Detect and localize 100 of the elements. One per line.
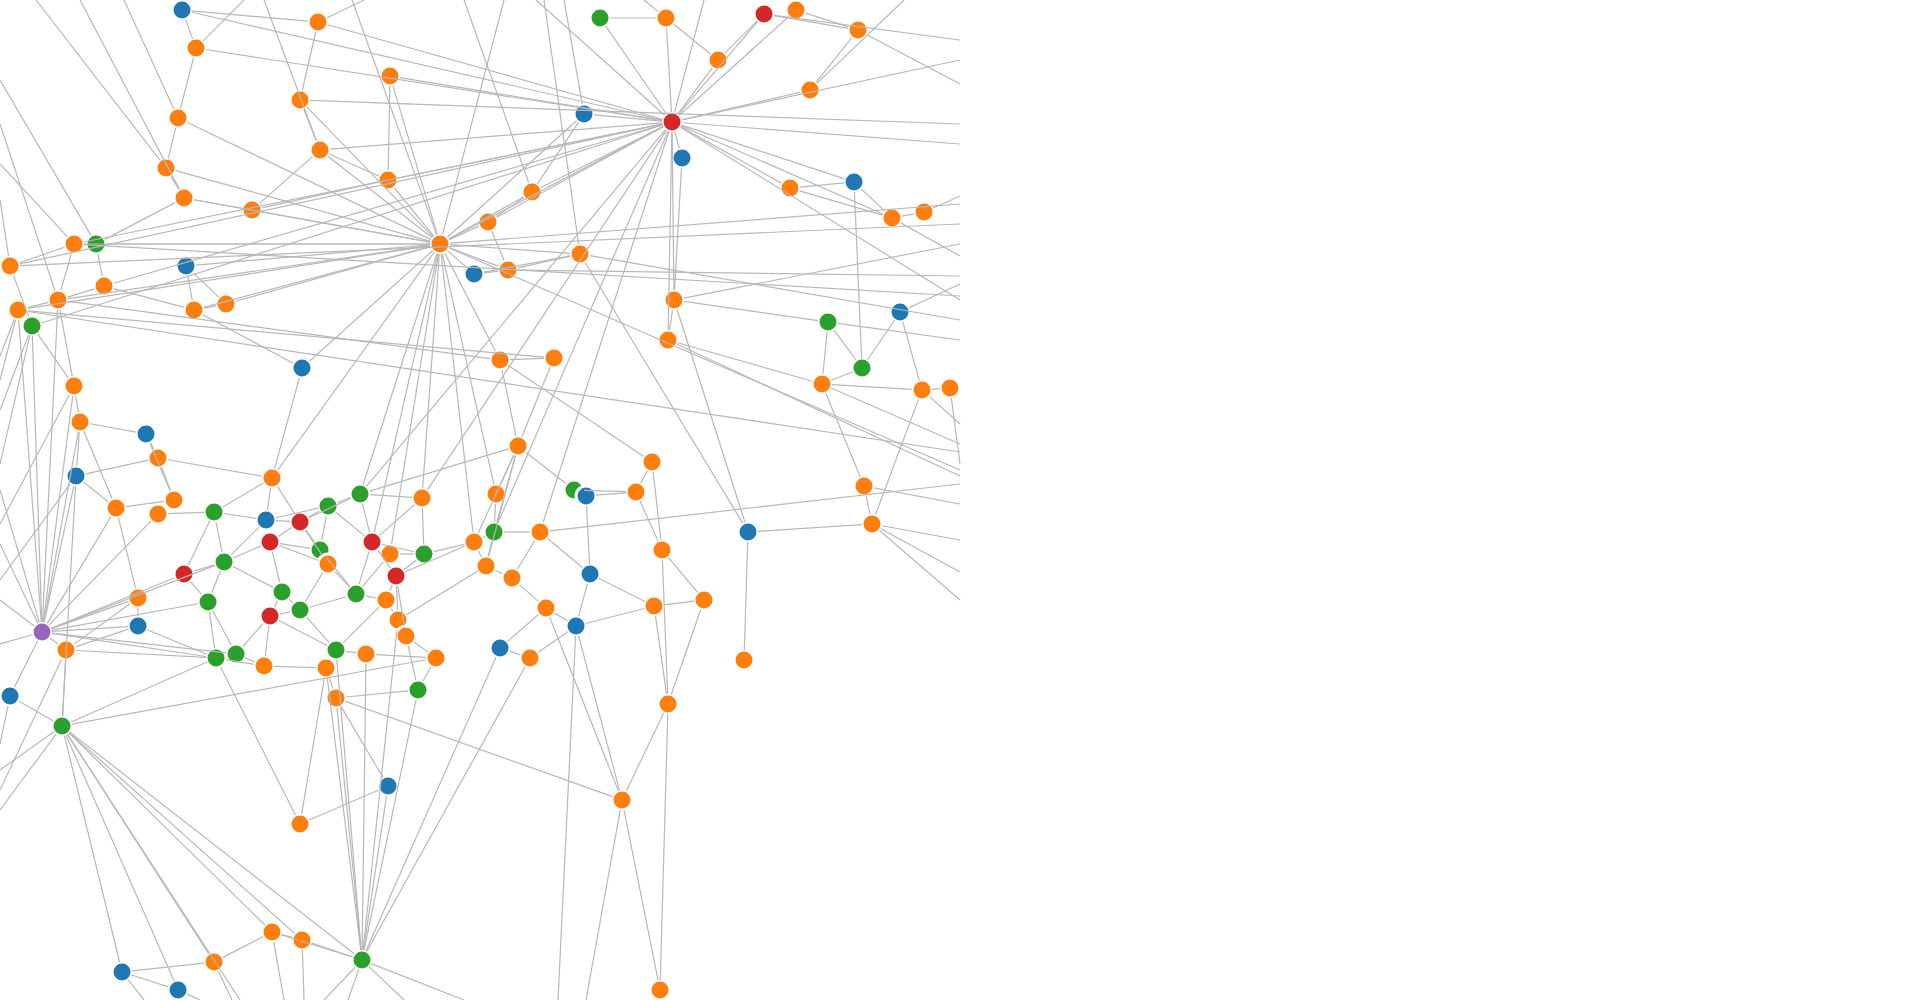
node-circle [288, 598, 312, 622]
link-line [543, 0, 580, 245]
node-circle [506, 434, 530, 458]
link-line [375, 653, 427, 658]
node-circle [624, 480, 648, 504]
link-line [494, 569, 504, 575]
node-circle [258, 530, 282, 554]
link-line [273, 600, 279, 608]
link-line [69, 731, 355, 955]
link-line [43, 485, 75, 623]
link-line [301, 949, 305, 1000]
link-line [585, 505, 591, 565]
link-line [448, 246, 500, 268]
link-line [59, 309, 73, 377]
link-line [277, 526, 293, 538]
link-line [799, 190, 884, 216]
node-circle [656, 328, 680, 352]
link-line [521, 366, 551, 438]
link-line [74, 628, 130, 648]
link-line [345, 690, 409, 698]
node-circle [290, 356, 314, 380]
link-line [276, 485, 296, 515]
link-line [509, 357, 545, 361]
link-line [399, 77, 663, 121]
link-line [362, 795, 388, 951]
node-circle [574, 484, 598, 508]
node-circle [62, 232, 86, 256]
link-line [908, 283, 961, 309]
link-line [816, 0, 905, 84]
link-line [501, 369, 517, 437]
link-line [666, 27, 673, 113]
link-line [0, 318, 15, 357]
link-line [365, 129, 667, 487]
link-line [422, 253, 440, 489]
link-line [583, 489, 627, 493]
link-line [661, 559, 669, 695]
link-line [205, 48, 663, 122]
link-line [186, 993, 201, 1000]
link-line [50, 577, 176, 629]
link-line [27, 301, 49, 309]
link-line [271, 551, 281, 583]
link-line [365, 656, 497, 952]
link-line [104, 202, 176, 240]
link-line [68, 732, 296, 934]
link-line [495, 197, 525, 217]
link-line [804, 12, 850, 28]
link-line [370, 963, 465, 1000]
link-line [407, 645, 417, 681]
node-circle [20, 314, 44, 338]
link-line [444, 252, 497, 352]
node-circle [260, 920, 284, 944]
node-circle [202, 950, 226, 974]
link-line [79, 0, 180, 190]
link-line [149, 442, 155, 450]
link-line [46, 515, 112, 624]
node-circle [888, 300, 912, 324]
link-line [264, 625, 270, 657]
link-line [76, 431, 80, 467]
node-circle [656, 692, 680, 716]
link-line [334, 570, 350, 588]
link-line [232, 566, 274, 588]
link-line [305, 529, 315, 543]
link-line [187, 520, 211, 566]
link-line [743, 541, 749, 651]
link-line [554, 612, 569, 622]
link-line [202, 314, 294, 364]
link-line [306, 616, 330, 644]
node-circle [204, 646, 228, 670]
node-circle [344, 582, 368, 606]
link-line [668, 309, 674, 331]
link-line [175, 170, 431, 242]
link-line [193, 199, 431, 243]
link-line [0, 634, 33, 645]
node-circle [474, 554, 498, 578]
link-line [373, 253, 439, 533]
link-line [833, 329, 857, 361]
link-line [327, 24, 663, 120]
link-line [0, 163, 68, 238]
link-line [83, 430, 113, 500]
link-line [867, 319, 895, 361]
link-line [60, 253, 72, 291]
node-circle [518, 646, 542, 670]
link-line [279, 611, 291, 615]
link-line [643, 0, 659, 13]
link-line [483, 255, 571, 273]
link-line [37, 333, 69, 379]
link-line [679, 126, 961, 301]
link-line [345, 650, 357, 654]
link-line [773, 14, 961, 41]
node-circle [938, 376, 962, 400]
link-line [75, 395, 79, 413]
node-circle [816, 310, 840, 334]
link-line [71, 659, 427, 725]
node-circle [134, 422, 158, 446]
link-line [822, 331, 828, 375]
node-circle [752, 2, 776, 26]
link-line [0, 489, 40, 623]
link-line [931, 388, 941, 390]
node-circle [196, 590, 220, 614]
link-line [441, 253, 495, 485]
